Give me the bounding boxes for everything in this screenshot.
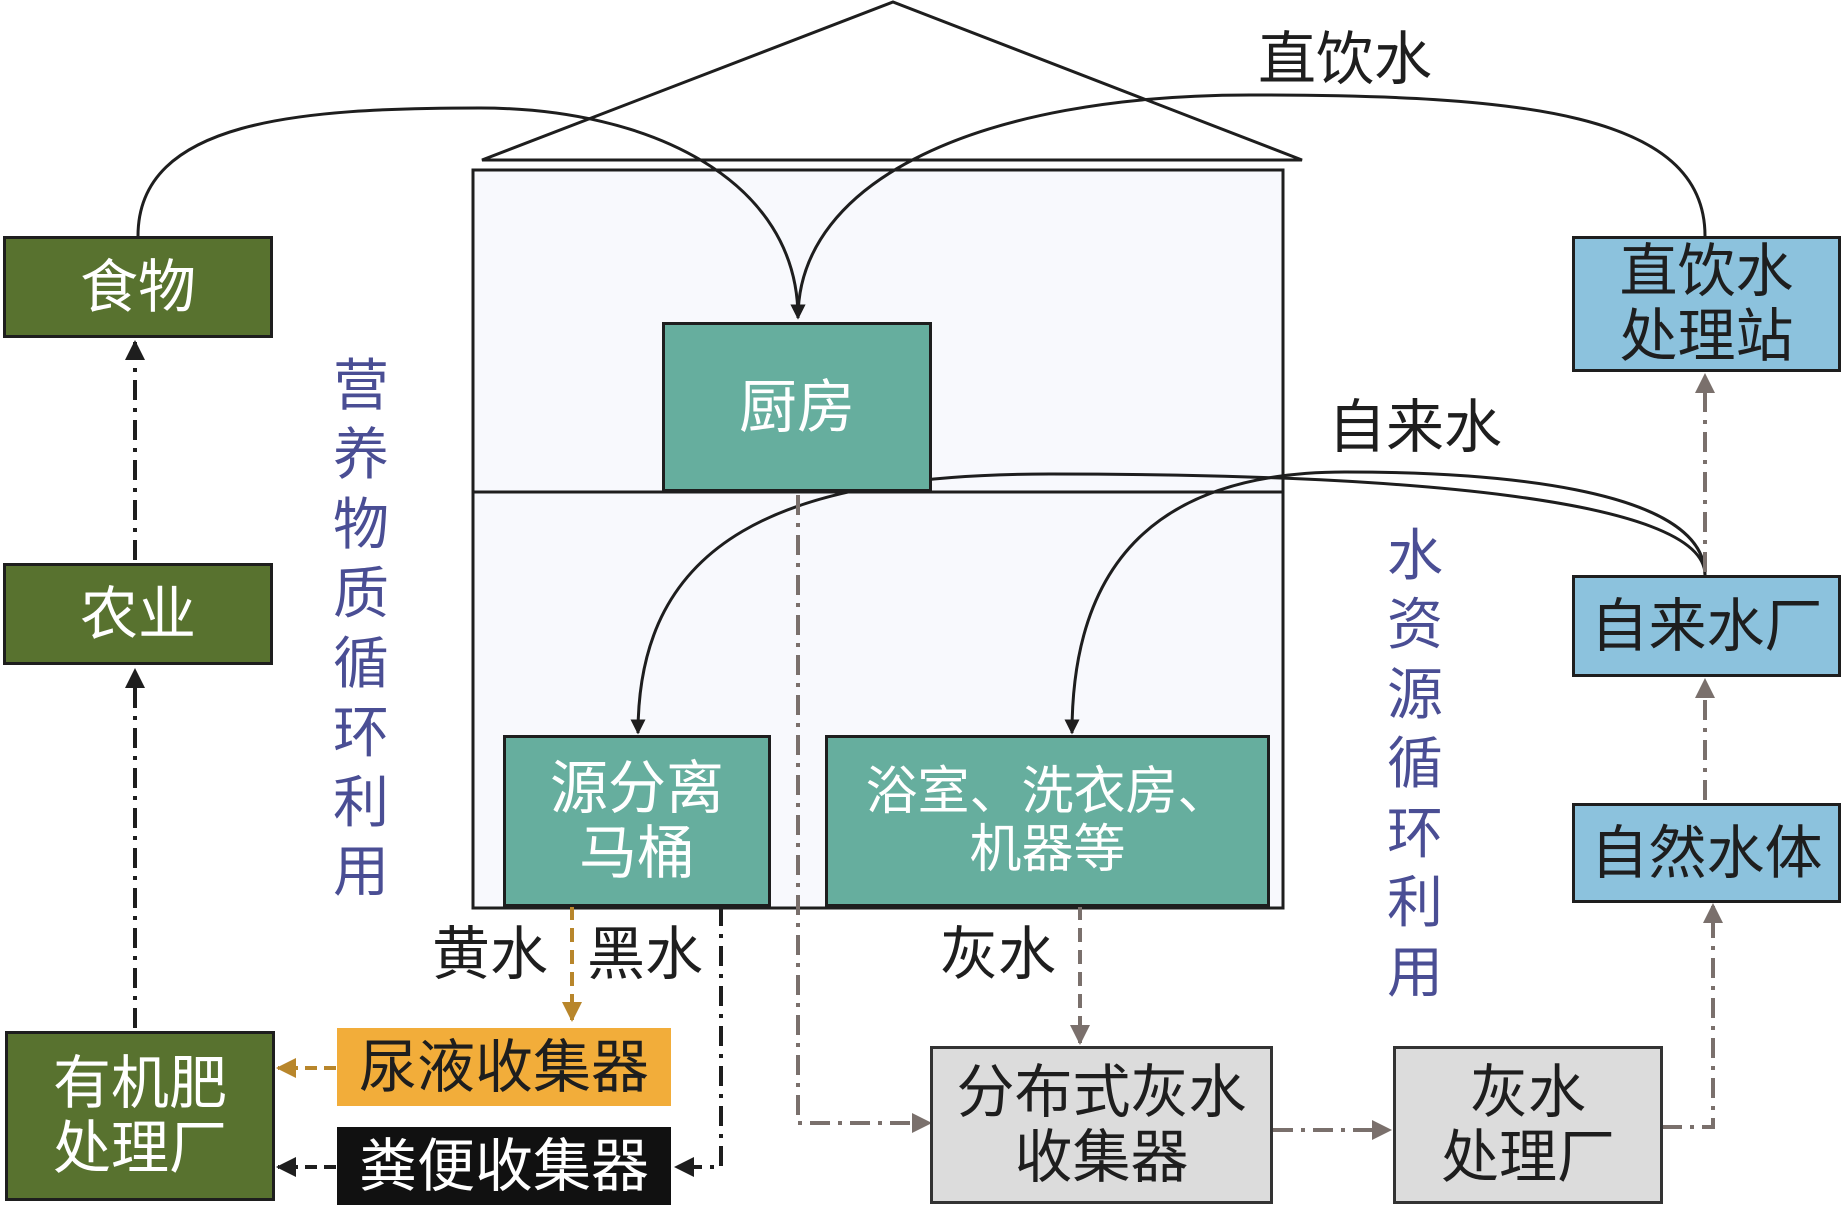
urine-collector-label: 尿液收集器	[358, 1032, 649, 1101]
gray-water-label: 灰水	[940, 920, 1057, 988]
separation-toilet-line2: 马桶	[578, 819, 695, 887]
graywater-collector-line1: 分布式灰水	[956, 1058, 1247, 1127]
drinking-station-line1: 直饮水	[1619, 237, 1794, 306]
arrow-tap-water-to-toilet	[630, 472, 1707, 735]
bathroom-laundry-line2: 机器等	[969, 820, 1126, 880]
natural-water-box: 自然水体	[1572, 803, 1841, 903]
arrow-drinking-water-to-kitchen	[790, 93, 1707, 320]
arrow-tap-water-to-bathroom	[1064, 470, 1707, 735]
waterworks-label: 自来水厂	[1590, 591, 1823, 660]
house-roof	[481, 0, 1303, 162]
arrow-food-to-kitchen	[136, 106, 806, 320]
nutrient-cycle-caption: 营养物质循环利用	[333, 354, 389, 906]
feces-collector-label: 粪便收集器	[358, 1131, 649, 1200]
drinking-station-line2: 处理站	[1619, 302, 1794, 370]
graywater-collector-line2: 收集器	[1014, 1123, 1189, 1191]
fertilizer-plant-line2: 处理厂	[52, 1114, 227, 1182]
direct-drinking-water-label: 直饮水	[1258, 25, 1433, 93]
graywater-plant-box: 灰水 处理厂	[1393, 1046, 1663, 1204]
graywater-plant-line1: 灰水	[1469, 1058, 1586, 1127]
kitchen-label: 厨房	[738, 372, 855, 441]
arrow-black-water	[674, 906, 723, 1177]
graywater-plant-line2: 处理厂	[1440, 1123, 1615, 1191]
fertilizer-plant-box: 有机肥 处理厂	[5, 1031, 275, 1201]
arrow-graywater-plant-to-natural-water	[1662, 903, 1723, 1129]
bathroom-laundry-line1: 浴室、洗衣房、	[865, 761, 1230, 822]
separation-toilet-line1: 源分离	[549, 754, 724, 823]
arrow-kitchen-graywater	[796, 495, 932, 1133]
urine-collector-box: 尿液收集器	[337, 1028, 671, 1106]
black-water-label: 黑水	[587, 920, 704, 988]
natural-water-label: 自然水体	[1590, 818, 1823, 887]
feces-collector-box: 粪便收集器	[337, 1127, 671, 1205]
agriculture-box: 农业	[3, 563, 273, 665]
bathroom-laundry-box: 浴室、洗衣房、 机器等	[825, 735, 1270, 907]
kitchen-box: 厨房	[662, 322, 932, 492]
distributed-graywater-collector-box: 分布式灰水 收集器	[930, 1046, 1273, 1204]
water-cycle-caption: 水资源循环利用	[1387, 524, 1443, 1006]
direct-drinking-station-box: 直饮水 处理站	[1572, 236, 1841, 372]
yellow-water-label: 黄水	[432, 920, 549, 988]
tap-water-label: 自来水	[1328, 393, 1503, 461]
food-box: 食物	[3, 236, 273, 338]
fertilizer-plant-line1: 有机肥	[52, 1049, 227, 1118]
food-label: 食物	[79, 252, 196, 321]
agriculture-label: 农业	[79, 579, 196, 648]
separation-toilet-box: 源分离 马桶	[503, 735, 771, 907]
waterworks-box: 自来水厂	[1572, 575, 1841, 677]
